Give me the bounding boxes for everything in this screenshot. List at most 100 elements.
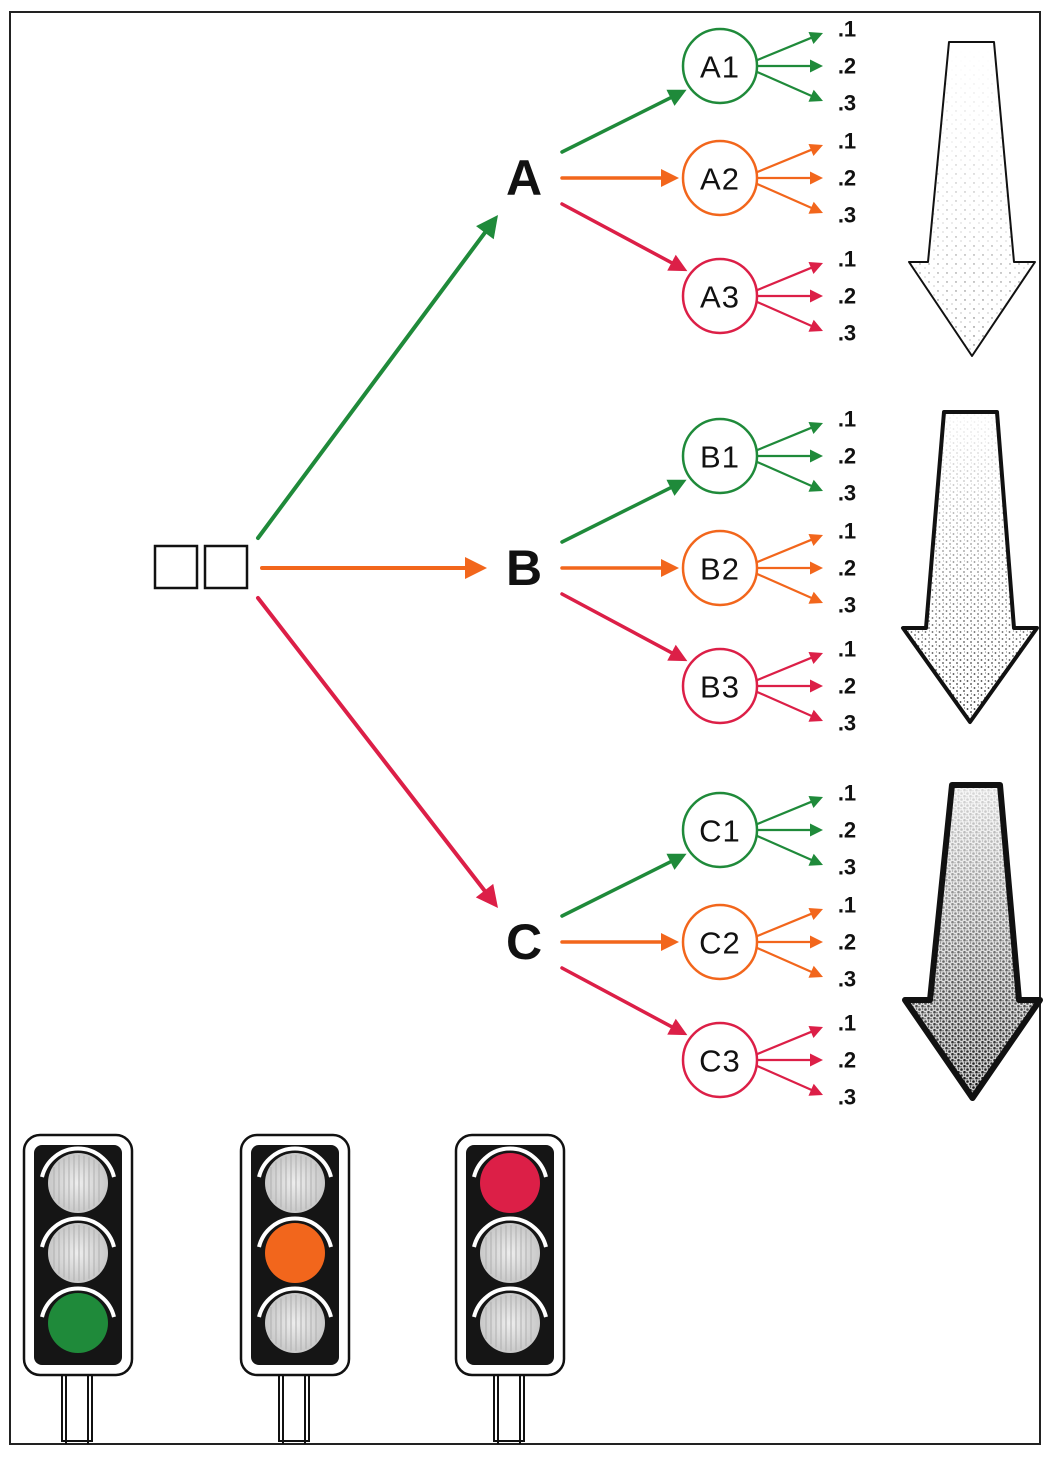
- node-a3: A3: [681, 257, 759, 335]
- leaf-label: .2: [838, 284, 856, 309]
- tree-edges: [256, 31, 823, 1096]
- root-square-right: [203, 544, 249, 590]
- leaf-label: .3: [838, 1085, 856, 1110]
- c2-leaf-arrow-1: [753, 907, 823, 939]
- node-b1: B1: [681, 417, 759, 495]
- orange-lamp: [48, 1223, 108, 1283]
- red-lamp: [265, 1153, 325, 1213]
- traffic-light-green-icon: [22, 1133, 134, 1444]
- a1-leaf-arrow-1: [753, 31, 823, 63]
- node-circle: [681, 647, 759, 725]
- green-lamp: [48, 1293, 108, 1353]
- b3-leaf-arrow-1: [753, 651, 823, 683]
- b2-leaf-arrow-2: [753, 561, 823, 575]
- leaf-label: .2: [838, 556, 856, 581]
- b1-incoming-arrow: [560, 479, 687, 544]
- node-label: A3: [700, 280, 740, 315]
- node-circle: [681, 529, 759, 607]
- orange-lamp: [265, 1223, 325, 1283]
- leaf-label: .1: [838, 247, 856, 272]
- root-square-left: [153, 544, 199, 590]
- node-circle: [681, 1021, 759, 1099]
- leaf-label: .3: [838, 855, 856, 880]
- down-arrow-light-icon: [908, 41, 1036, 357]
- level-label-a: A: [506, 150, 542, 206]
- node-circle: [681, 791, 759, 869]
- green-lamp: [265, 1293, 325, 1353]
- a2-incoming-arrow: [560, 169, 679, 187]
- leaf-label: .1: [838, 519, 856, 544]
- b2-leaf-arrow-3: [753, 571, 823, 604]
- leaf-label: .1: [838, 407, 856, 432]
- traffic-light-orange-icon: [239, 1133, 351, 1444]
- leaf-label: .3: [838, 91, 856, 116]
- node-label: C2: [699, 926, 741, 961]
- leaf-label: .2: [838, 818, 856, 843]
- node-b2: B2: [681, 529, 759, 607]
- a3-leaf-arrow-3: [753, 299, 823, 332]
- b1-leaf-arrow-1: [753, 421, 823, 453]
- leaf-label: .1: [838, 1011, 856, 1036]
- b3-leaf-arrow-2: [753, 679, 823, 693]
- node-label: A1: [700, 50, 740, 85]
- c1-leaf-arrow-2: [753, 823, 823, 837]
- leaf-label: .2: [838, 166, 856, 191]
- root-to-C-arrow: [256, 596, 498, 908]
- c1-incoming-arrow: [560, 853, 687, 918]
- red-lamp: [48, 1153, 108, 1213]
- node-c1: C1: [681, 791, 759, 869]
- a1-leaf-arrow-3: [753, 69, 823, 102]
- orange-lamp: [480, 1223, 540, 1283]
- leaf-label: .3: [838, 203, 856, 228]
- tree-nodes: AA1.1.2.3A2.1.2.3A3.1.2.3BB1.1.2.3B2.1.2…: [506, 17, 856, 1110]
- c3-leaf-arrow-2: [753, 1053, 823, 1067]
- c1-leaf-arrow-1: [753, 795, 823, 827]
- b3-incoming-arrow: [560, 592, 688, 662]
- leaf-label: .2: [838, 54, 856, 79]
- down-arrow-medium-icon: [901, 410, 1039, 724]
- a2-leaf-arrow-2: [753, 171, 823, 185]
- node-label: B2: [700, 552, 740, 587]
- b2-leaf-arrow-1: [753, 533, 823, 565]
- a3-leaf-arrow-2: [753, 289, 823, 303]
- green-lamp: [480, 1293, 540, 1353]
- traffic-lights: [22, 1133, 566, 1444]
- c3-incoming-arrow: [560, 966, 688, 1036]
- node-circle: [681, 139, 759, 217]
- leaf-label: .1: [838, 893, 856, 918]
- leaf-label: .3: [838, 967, 856, 992]
- down-arrow-dark-icon: [902, 782, 1043, 1101]
- leaf-label: .1: [838, 637, 856, 662]
- page-frame: [9, 11, 1041, 1445]
- c2-leaf-arrow-3: [753, 945, 823, 978]
- leaf-label: .1: [838, 781, 856, 806]
- c2-incoming-arrow: [560, 933, 679, 951]
- leaf-label: .2: [838, 1048, 856, 1073]
- node-circle: [681, 27, 759, 105]
- node-label: A2: [700, 162, 740, 197]
- root-to-B-arrow: [260, 557, 487, 579]
- a2-leaf-arrow-1: [753, 143, 823, 175]
- leaf-label: .3: [838, 481, 856, 506]
- leaf-label: .3: [838, 321, 856, 346]
- b2-incoming-arrow: [560, 559, 679, 577]
- node-circle: [681, 903, 759, 981]
- c1-leaf-arrow-3: [753, 833, 823, 866]
- side-arrows: [901, 41, 1043, 1101]
- leaf-label: .1: [838, 17, 856, 42]
- root-to-A-arrow: [256, 215, 498, 540]
- c3-leaf-arrow-3: [753, 1063, 823, 1096]
- node-b3: B3: [681, 647, 759, 725]
- node-label: C3: [699, 1044, 741, 1079]
- node-a2: A2: [681, 139, 759, 217]
- traffic-light-red-icon: [454, 1133, 566, 1444]
- red-lamp: [480, 1153, 540, 1213]
- a3-leaf-arrow-1: [753, 261, 823, 293]
- leaf-label: .1: [838, 129, 856, 154]
- a1-leaf-arrow-2: [753, 59, 823, 73]
- node-label: C1: [699, 814, 741, 849]
- node-circle: [681, 257, 759, 335]
- leaf-label: .3: [838, 593, 856, 618]
